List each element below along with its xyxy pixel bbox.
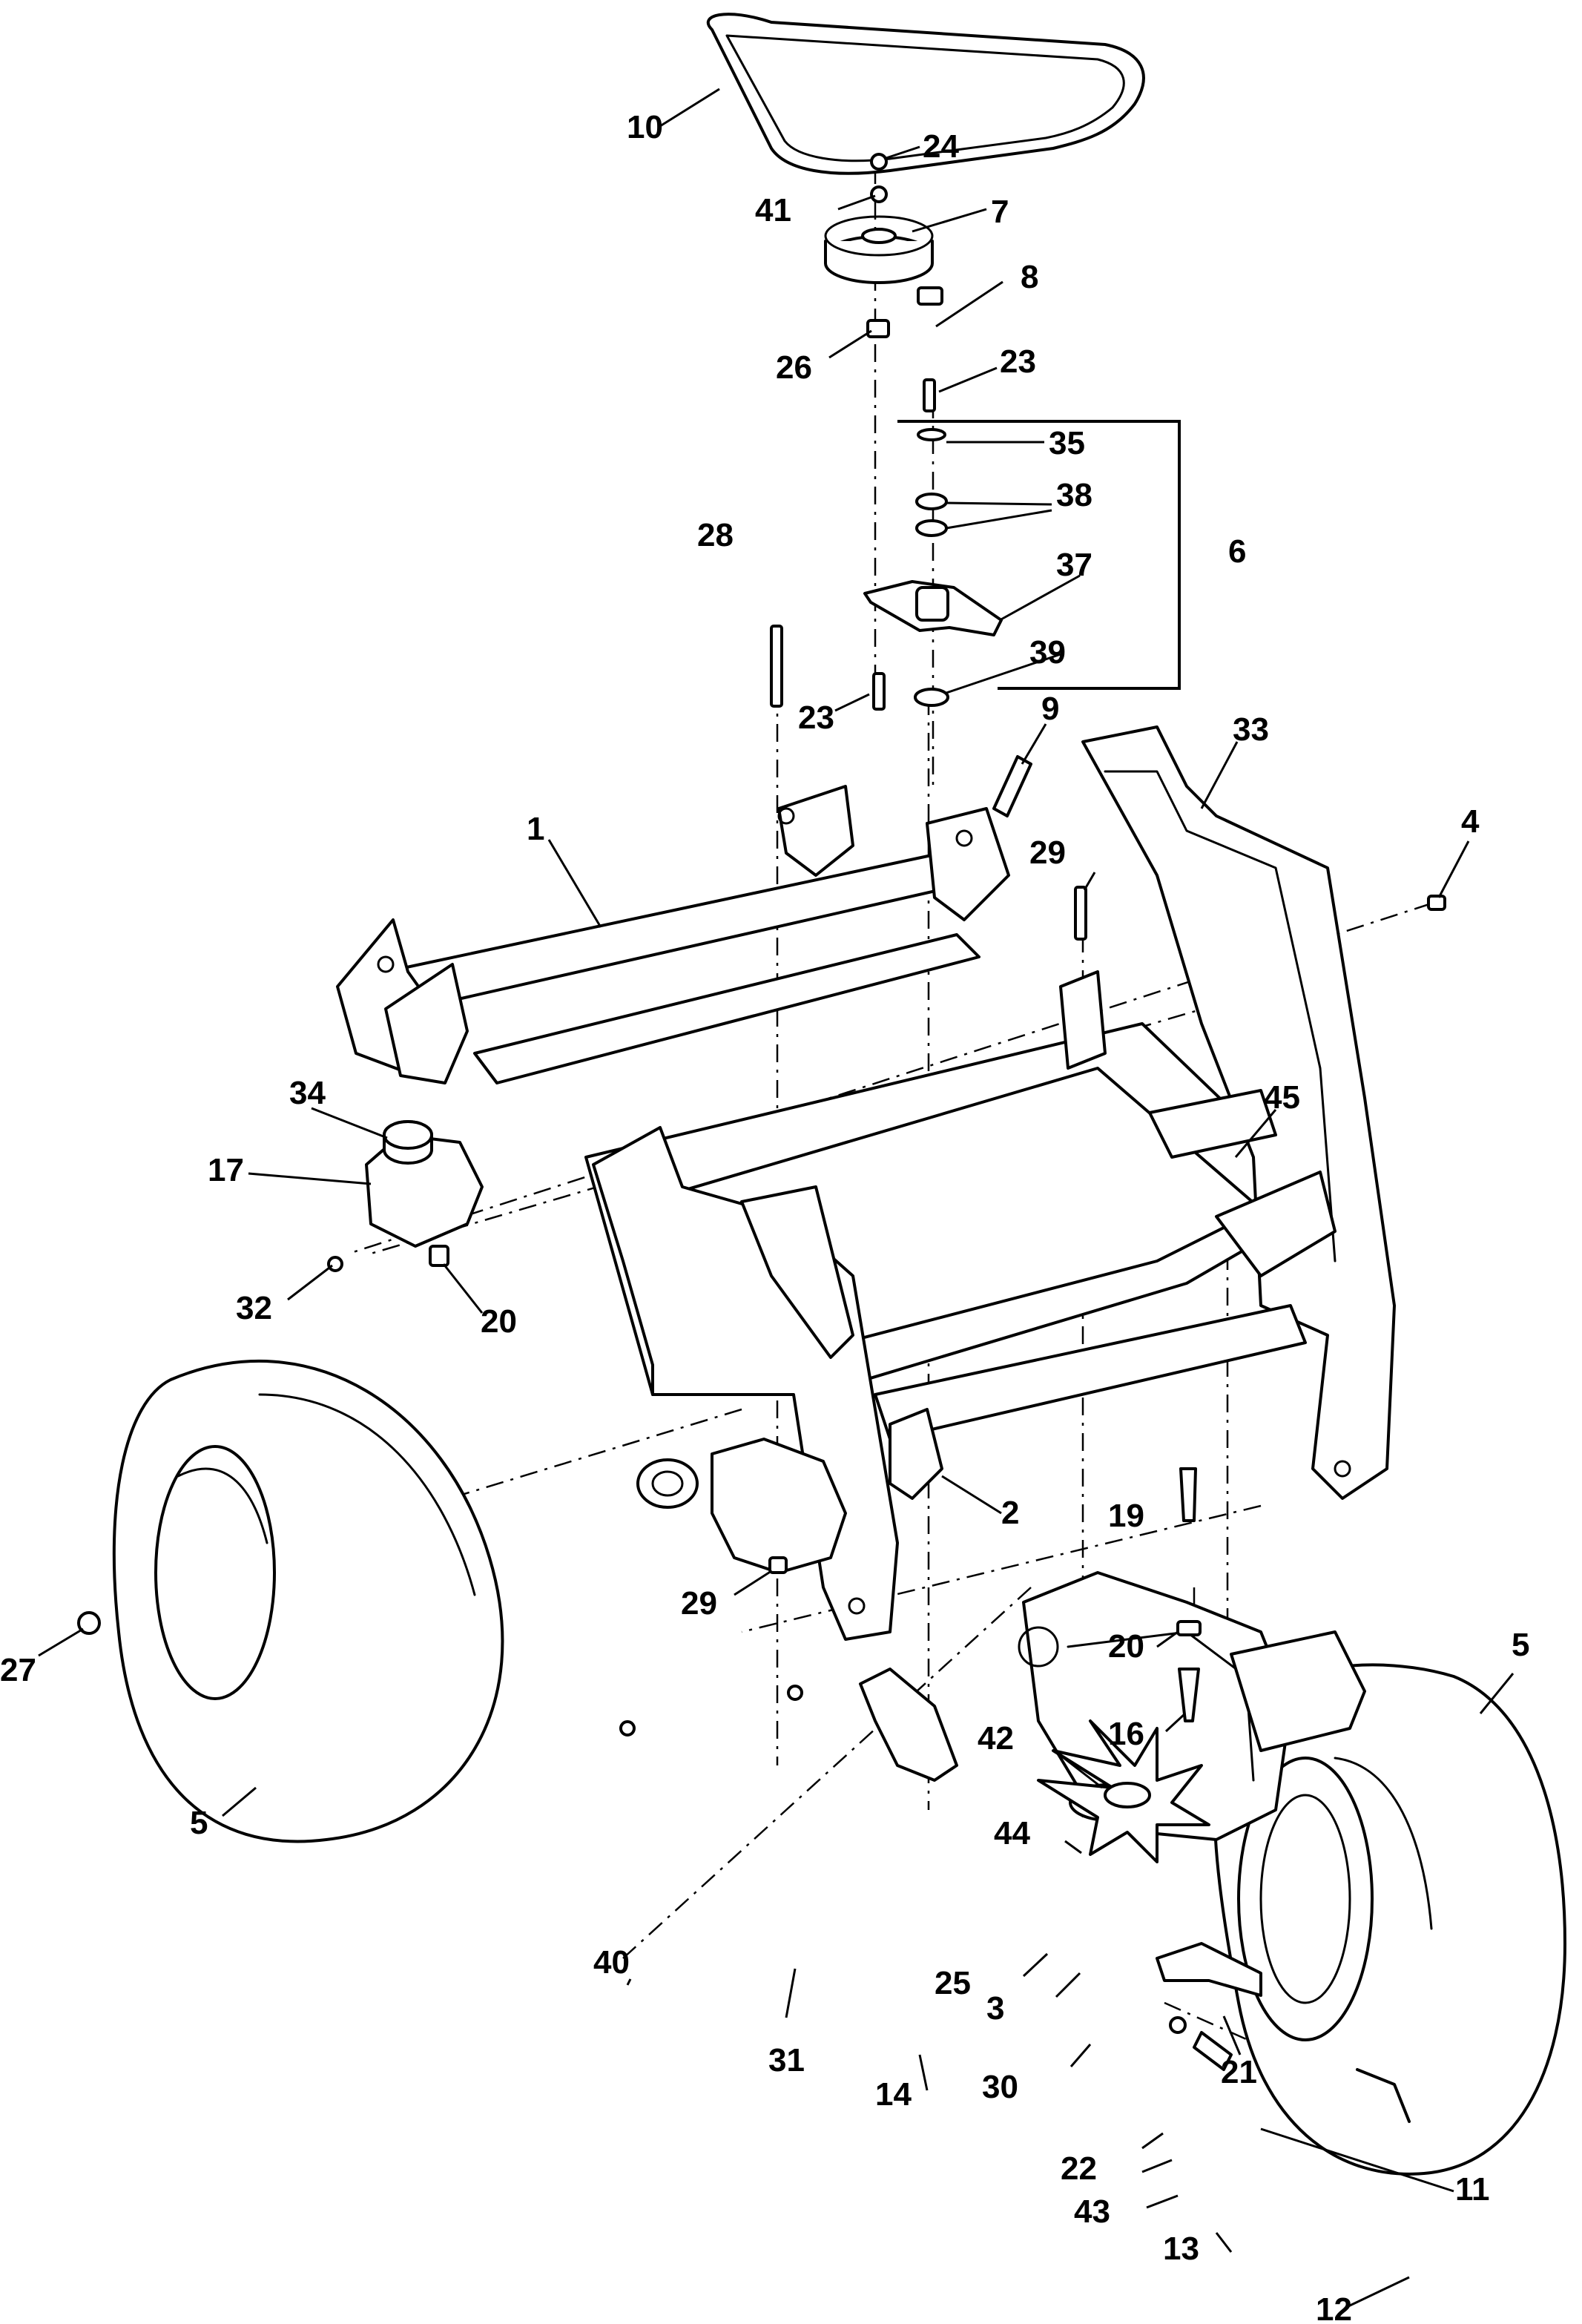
- callout-14: 14: [875, 2076, 912, 2113]
- callout-34: 34: [289, 1075, 326, 1111]
- callout-40: 38: [1056, 477, 1092, 513]
- callout-13: 13: [1163, 2231, 1199, 2267]
- callout-3: 3: [986, 1990, 1004, 2027]
- callout-16: 17: [208, 1152, 244, 1188]
- callout-labels: 10 24 41 7 8 26 23 35 38 6 37 28 39 23 9…: [0, 109, 1529, 2324]
- callout-2: 2: [1001, 1495, 1019, 1531]
- callout-21: 23: [798, 699, 834, 736]
- callout-28: 29: [1029, 835, 1066, 871]
- callout-30: 43: [1074, 2193, 1110, 2230]
- callout-27: 29: [681, 1585, 717, 1622]
- hydraulic-reservoir: [327, 1120, 484, 1272]
- callout-10: 10: [627, 109, 663, 145]
- callout-6: 6: [1228, 533, 1246, 570]
- callout-24: 26: [776, 349, 812, 386]
- drive-belt: [706, 13, 1145, 175]
- callout-19: 19: [1108, 1498, 1144, 1534]
- callout-11: 11: [1455, 2171, 1490, 2208]
- idler-assembly: [863, 420, 1181, 711]
- callout-12: 12: [1316, 2291, 1352, 2324]
- callout-39: 37: [1056, 547, 1092, 583]
- callout-1: 1: [527, 811, 544, 847]
- callout-38: 35: [1049, 425, 1085, 461]
- left-wheel: [77, 1360, 504, 1843]
- callout-5a: 5: [190, 1805, 208, 1841]
- callout-23a: 24: [923, 128, 959, 165]
- callout-23b: 25: [935, 1965, 971, 2001]
- pulley-stack: [824, 153, 943, 412]
- callout-42: 40: [593, 1944, 630, 1981]
- callout-8: 8: [1021, 259, 1038, 295]
- callout-9: 9: [1041, 691, 1059, 727]
- callout-25: 27: [0, 1652, 36, 1688]
- callout-33: 32: [236, 1290, 272, 1326]
- mower-frame: [336, 725, 1396, 1641]
- callout-35: 33: [1233, 711, 1269, 748]
- callout-22: 23: [1000, 343, 1036, 380]
- callout-29b: 21: [1221, 2054, 1257, 2090]
- callout-20b: 20: [1108, 1628, 1144, 1665]
- right-transmission: [619, 1467, 1411, 2123]
- callout-7: 7: [991, 194, 1009, 230]
- callout-37: 42: [978, 1720, 1014, 1757]
- callout-26: 28: [697, 517, 734, 553]
- callout-44: 44: [994, 1815, 1030, 1851]
- callout-31: 22: [1061, 2150, 1097, 2187]
- callout-43: 41: [755, 192, 791, 228]
- right-wheel: [1213, 1663, 1566, 2176]
- callout-5b: 5: [1512, 1627, 1529, 1663]
- callout-32: 31: [768, 2042, 805, 2078]
- callout-29a: 30: [982, 2069, 1018, 2105]
- callout-41: 39: [1029, 634, 1066, 671]
- callout-4: 4: [1461, 803, 1480, 840]
- left-transmission: [636, 1408, 943, 1574]
- leader-lines: [38, 88, 1515, 2308]
- callout-20a: 20: [481, 1303, 517, 1340]
- callout-45: 45: [1264, 1079, 1300, 1116]
- callout-17: 16: [1108, 1716, 1144, 1752]
